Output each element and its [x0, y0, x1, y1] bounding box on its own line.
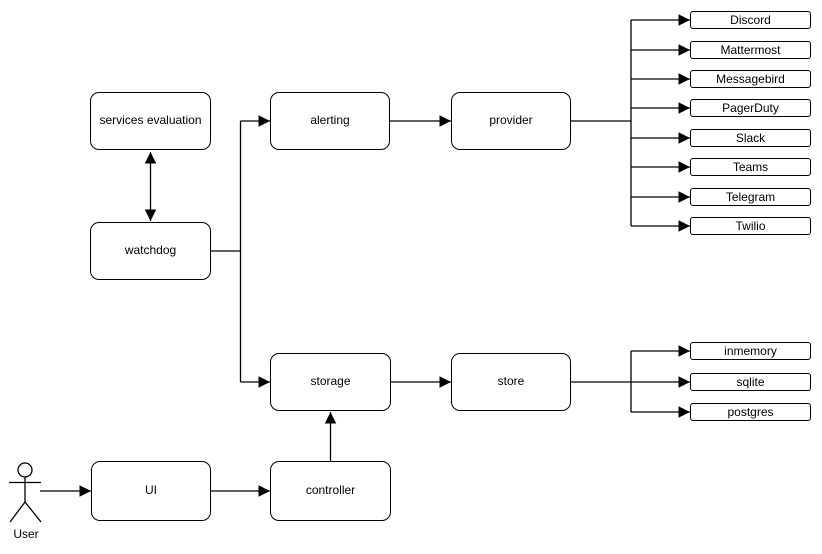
store-item-postgres: postgres: [690, 403, 811, 421]
user-actor-icon: [9, 462, 42, 523]
node-watchdog: watchdog: [90, 222, 211, 280]
provider-item-twilio: Twilio: [690, 217, 811, 235]
provider-item-slack: Slack: [690, 129, 811, 147]
node-controller: controller: [270, 461, 391, 521]
provider-item-telegram: Telegram: [690, 188, 811, 206]
store-item-sqlite: sqlite: [690, 373, 811, 391]
edge-store-trunk: [571, 351, 632, 412]
node-services-evaluation: services evaluation: [90, 92, 211, 150]
edge-watchdog-trunk: [211, 121, 242, 382]
node-storage: storage: [270, 353, 391, 411]
provider-item-messagebird: Messagebird: [690, 70, 811, 88]
provider-item-mattermost: Mattermost: [690, 41, 811, 59]
node-store: store: [451, 353, 571, 411]
user-label: User: [13, 527, 39, 541]
node-provider: provider: [451, 92, 571, 150]
store-item-inmemory: inmemory: [690, 342, 811, 360]
node-ui: UI: [91, 461, 211, 521]
node-alerting: alerting: [270, 92, 390, 150]
provider-item-teams: Teams: [690, 158, 811, 176]
provider-item-pagerduty: PagerDuty: [690, 99, 811, 117]
edge-provider-trunk: [571, 20, 632, 226]
provider-item-discord: Discord: [690, 11, 811, 29]
